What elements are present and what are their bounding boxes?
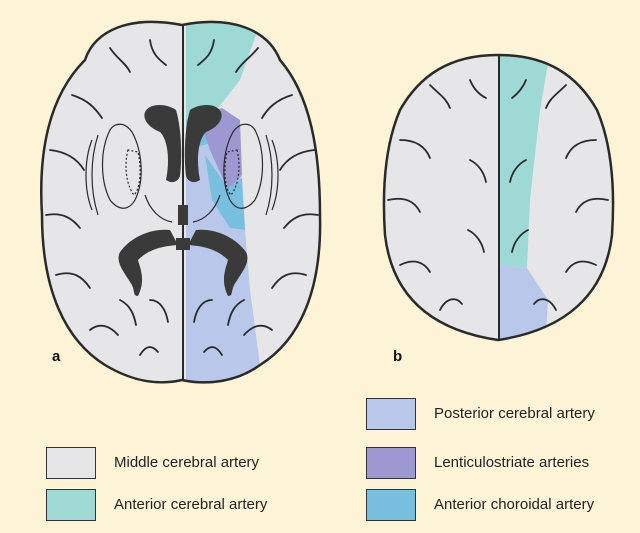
legend-swatch-aca xyxy=(46,489,96,521)
mca-territory-a xyxy=(41,22,320,382)
legend-label-aca: Anterior cerebral artery xyxy=(114,496,267,513)
legend-swatch-pca xyxy=(366,398,416,430)
panel-label-b: b xyxy=(393,348,402,365)
legend-label-mca: Middle cerebral artery xyxy=(114,454,259,471)
legend-swatch-lsa xyxy=(366,447,416,479)
legend-label-lsa: Lenticulostriate arteries xyxy=(434,454,589,471)
brain-b xyxy=(384,40,613,350)
brain-a xyxy=(41,10,320,395)
legend-label-acha: Anterior choroidal artery xyxy=(434,496,594,513)
legend-label-pca: Posterior cerebral artery xyxy=(434,405,595,422)
panel-label-a: a xyxy=(52,348,60,365)
legend-swatch-acha xyxy=(366,489,416,521)
legend-swatch-mca xyxy=(46,447,96,479)
